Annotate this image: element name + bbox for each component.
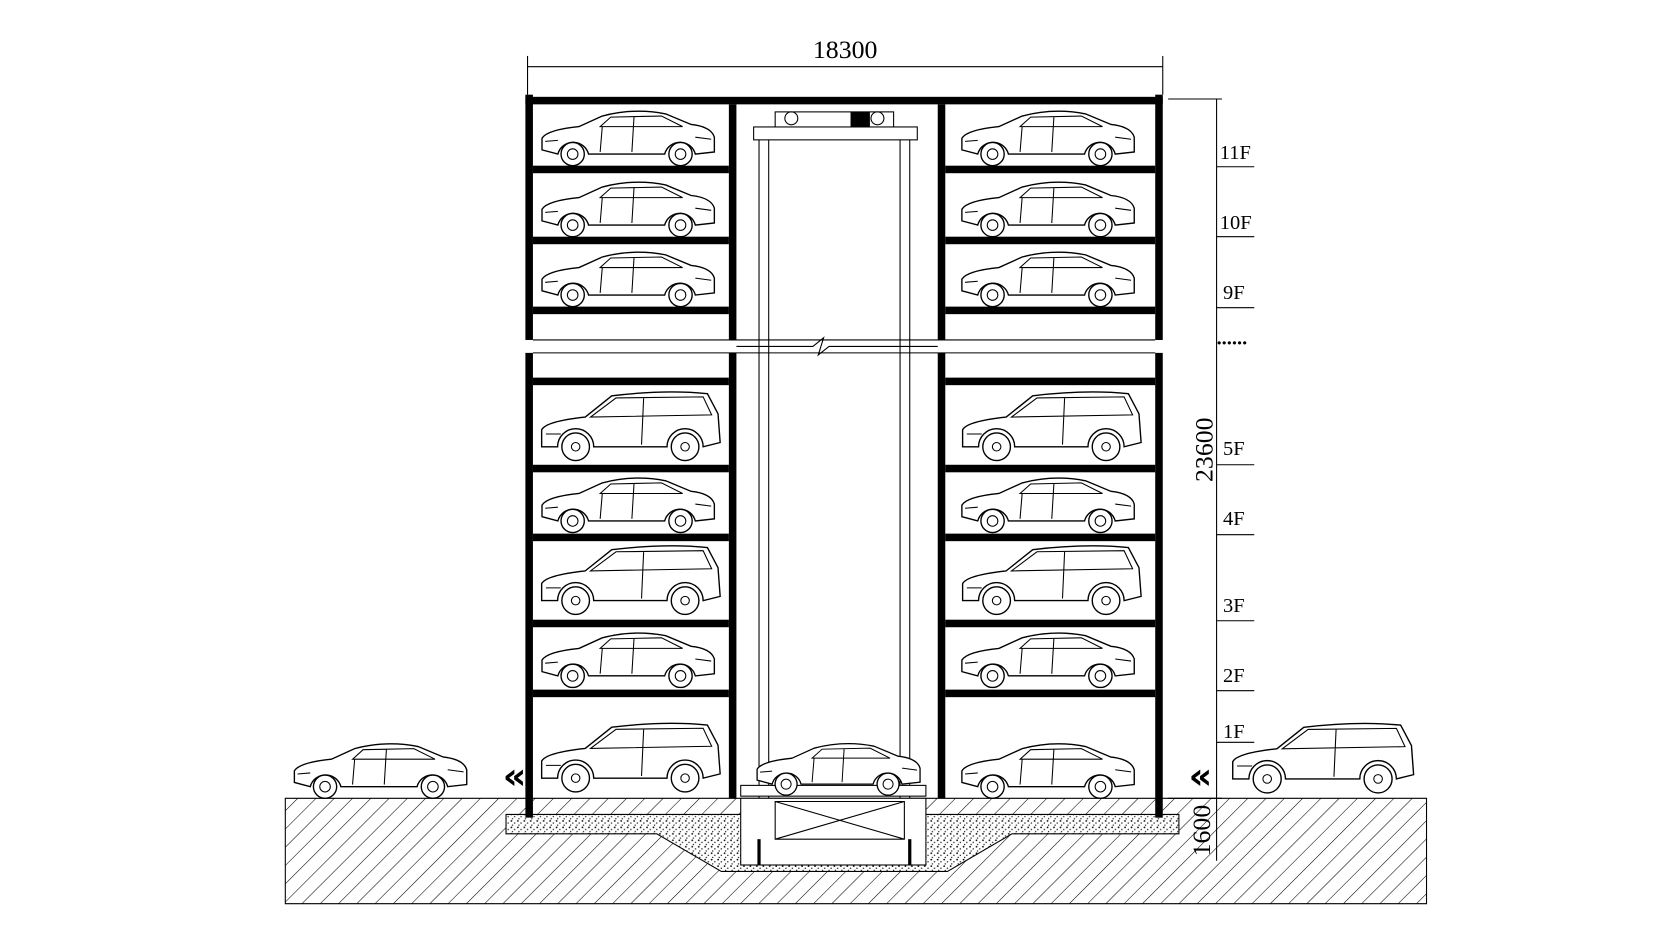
car-9f-right (961, 251, 1135, 308)
car-2f-right (961, 632, 1135, 689)
car-1f-left (540, 722, 721, 793)
car-1f-right (961, 743, 1135, 800)
floor-label-gap: ...... (1217, 327, 1248, 349)
lift-pit (740, 797, 927, 866)
lift-platform (740, 784, 927, 865)
floor-label-3f: 3F (1223, 595, 1245, 617)
entry-arrow-left-icon: « (503, 755, 527, 798)
car-4f-right (961, 477, 1135, 534)
car-3f-left (540, 545, 721, 616)
car-5f-right (961, 391, 1142, 462)
floor-label-4f: 4F (1223, 508, 1245, 530)
car-3f-right (961, 545, 1142, 616)
entry-arrow-right-icon: « (1189, 755, 1213, 798)
car-9f-left (541, 251, 716, 308)
car-10f-left (541, 181, 716, 238)
tower-structure (525, 94, 1163, 818)
car-11f-right (961, 110, 1135, 167)
lift-carriage-top (753, 111, 918, 141)
width-label: 18300 (813, 35, 878, 64)
height-label: 23600 (1189, 417, 1218, 482)
lift-shaft (740, 111, 927, 865)
floor-label-2f: 2F (1223, 665, 1245, 687)
floor-label-1f: 1F (1223, 721, 1245, 743)
car-5f-left (540, 391, 721, 462)
car-outside-left (293, 743, 468, 800)
height-dimension: 11F 10F 9F ...... 5F 4F 3F 2F 1F 23600 1… (1168, 98, 1255, 861)
car-4f-left (541, 477, 716, 534)
floor-label-9f: 9F (1223, 282, 1245, 304)
floor-label-11f: 11F (1220, 142, 1251, 164)
pit-depth-label: 1600 (1187, 805, 1216, 857)
car-outside-right (1232, 722, 1415, 794)
ground (284, 797, 1428, 905)
width-dimension: 18300 (527, 35, 1164, 95)
car-10f-right (961, 181, 1135, 238)
car-11f-left (541, 110, 716, 167)
car-2f-left (541, 632, 716, 689)
floor-label-10f: 10F (1220, 212, 1252, 234)
floor-label-5f: 5F (1223, 438, 1245, 460)
